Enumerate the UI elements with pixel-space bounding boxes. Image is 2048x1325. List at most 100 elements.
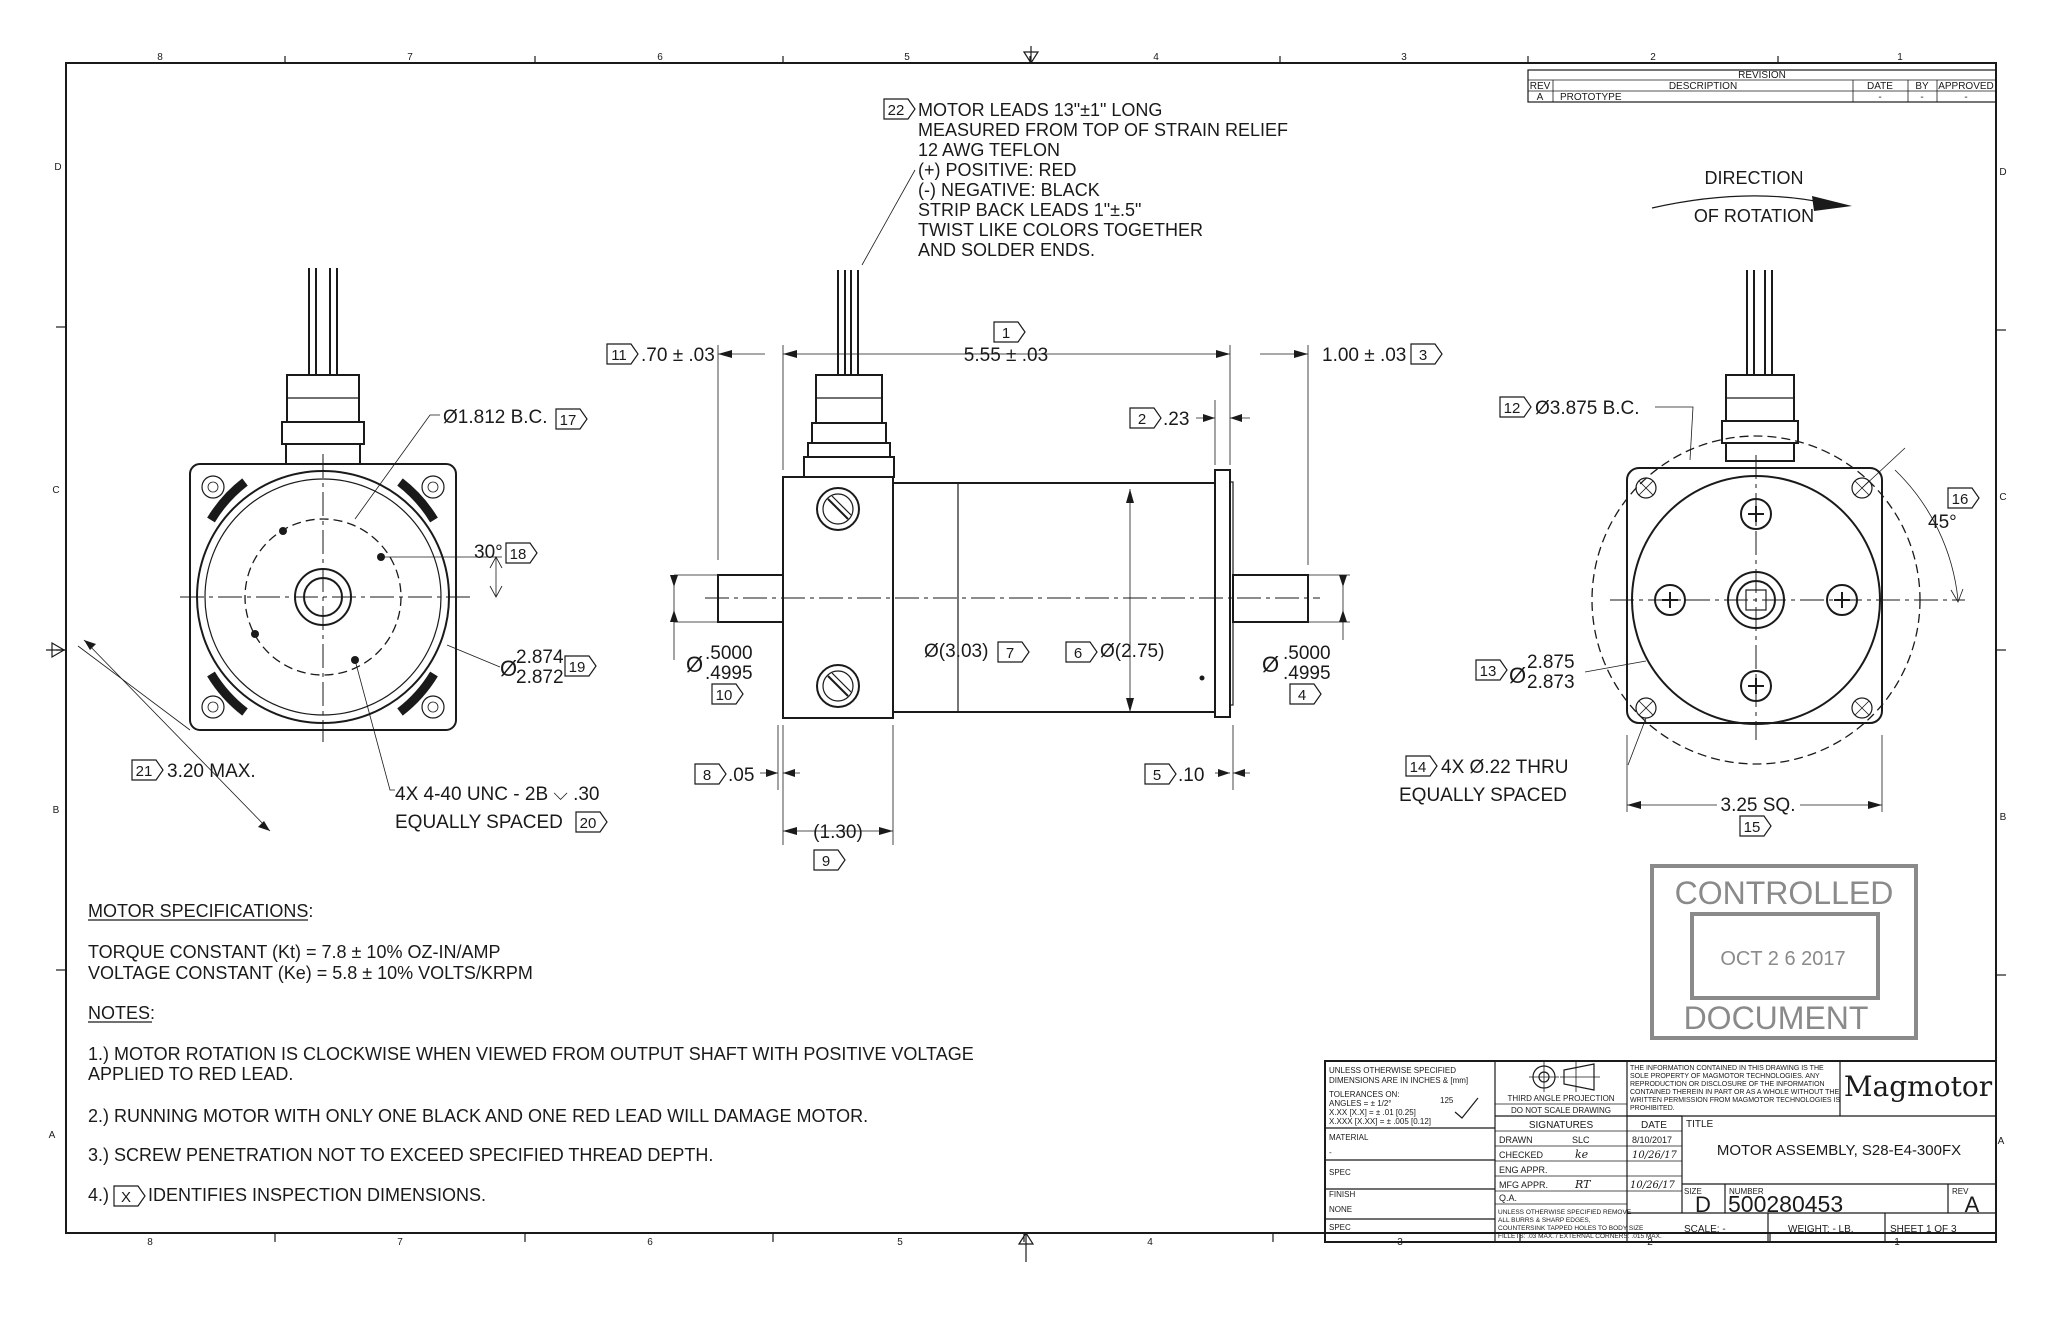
dim-4-symbol: Ø	[1262, 652, 1279, 677]
note-22-line1: MOTOR LEADS 13"±1" LONG	[918, 100, 1162, 120]
rotation-label-line1: DIRECTION	[1705, 168, 1804, 188]
dim-13-upper: 2.875	[1527, 652, 1575, 673]
dim-21-label: 3.20 MAX.	[167, 761, 256, 782]
revision-row-description: PROTOTYPE	[1560, 92, 1622, 103]
note-1-line2: APPLIED TO RED LEAD.	[88, 1064, 293, 1084]
notes-heading: NOTES:	[88, 1003, 155, 1023]
dim-15-label: 3.25 SQ.	[1721, 795, 1796, 816]
controlled-document-stamp: CONTROLLED OCT 2 6 2017 DOCUMENT	[1650, 864, 1918, 1040]
dim-4-number: 4	[1298, 687, 1306, 704]
tb-checked-by: ke	[1575, 1148, 1589, 1161]
dim-12-label: Ø3.875 B.C.	[1535, 398, 1640, 419]
zone-label-top-2: 2	[1650, 52, 1656, 63]
tb-checked-date: 10/26/17	[1632, 1150, 1678, 1161]
tb-sheet: SHEET 1 OF 3	[1890, 1224, 1957, 1235]
tb-size: D	[1695, 1192, 1711, 1217]
tb-material-value: -	[1329, 1148, 1332, 1157]
zone-label-top-7: 7	[407, 52, 413, 63]
dim-5-number: 5	[1153, 767, 1161, 784]
dim-18-label: 30°	[474, 542, 503, 563]
dim-16-number: 16	[1952, 491, 1969, 508]
right-view-callouts: 12 Ø3.875 B.C. 16 45° 13 Ø 2.875 2.873 1…	[1399, 396, 1980, 837]
zone-label-right-a: A	[1998, 1136, 2005, 1147]
dim-7-label: Ø(3.03)	[924, 641, 988, 662]
dim-10-tag	[711, 683, 744, 705]
tb-mfg-date: 10/26/17	[1630, 1180, 1676, 1191]
dim-5-label: .10	[1178, 765, 1204, 786]
note-22-line4: (+) POSITIVE: RED	[918, 160, 1077, 180]
revision-row-approved: -	[1964, 92, 1967, 103]
dim-19-lower: 2.872	[516, 667, 564, 688]
revision-row-rev: A	[1537, 92, 1544, 103]
note-22-motor-leads: 22 MOTOR LEADS 13"±1" LONG MEASURED FROM…	[861, 98, 1288, 266]
dim-19-tag	[564, 655, 597, 677]
tb-scale: SCALE: -	[1684, 1224, 1726, 1235]
tb-proprietary-5: WRITTEN PERMISSION FROM MAGMOTOR TECHNOL…	[1630, 1097, 1840, 1104]
note-22-line5: (-) NEGATIVE: BLACK	[918, 180, 1100, 200]
spec-voltage-constant: VOLTAGE CONSTANT (Ke) = 5.8 ± 10% VOLTS/…	[88, 963, 533, 983]
zone-label-left-a: A	[49, 1130, 56, 1141]
dim-19-number: 19	[569, 659, 586, 676]
specs-heading: MOTOR SPECIFICATIONS:	[88, 901, 313, 921]
note-22-line7: TWIST LIKE COLORS TOGETHER	[918, 220, 1203, 240]
dim-16-tag	[1947, 487, 1980, 509]
dim-8-label: .05	[728, 765, 754, 786]
note-2: 2.) RUNNING MOTOR WITH ONLY ONE BLACK AN…	[88, 1106, 868, 1126]
zone-label-top-4: 4	[1153, 52, 1159, 63]
dim-4-lower: .4995	[1283, 663, 1331, 684]
tb-tolerance-3: X.XX [X.X] = ± .01 [0.25]	[1329, 1108, 1416, 1117]
dim-19-upper: 2.874	[516, 647, 564, 668]
tb-rev: A	[1965, 1192, 1980, 1217]
tb-tolerance-1: TOLERANCES ON:	[1329, 1090, 1400, 1099]
note-22-number: 22	[888, 102, 905, 119]
revision-header-description: DESCRIPTION	[1669, 81, 1737, 92]
dim-5-tag	[1144, 763, 1177, 785]
zone-label-bottom-7: 7	[397, 1237, 403, 1248]
tb-title: MOTOR ASSEMBLY, S28-E4-300FX	[1717, 1142, 1961, 1159]
dim-11-label: .70 ± .03	[641, 345, 715, 366]
side-view-callouts: 1 5.55 ± .03 11 .70 ± .03 1.00 ± .03 3 2…	[606, 321, 1443, 871]
note-4-tag-letter: X	[121, 1189, 131, 1206]
dim-9-tag	[813, 849, 846, 871]
tb-signatures: SIGNATURES	[1529, 1120, 1594, 1131]
zone-label-top-5: 5	[904, 52, 910, 63]
revision-row-date: -	[1878, 92, 1881, 103]
stamp-date: OCT 2 6 2017	[1720, 948, 1845, 970]
zone-label-top-6: 6	[657, 52, 663, 63]
tb-drawing-number: 500280453	[1728, 1191, 1843, 1217]
note-1-line1: 1.) MOTOR ROTATION IS CLOCKWISE WHEN VIE…	[88, 1044, 974, 1064]
dim-17-number: 17	[560, 412, 577, 429]
tb-drawn-by: SLC	[1572, 1135, 1590, 1145]
revision-title: REVISION	[1738, 70, 1786, 81]
dim-9-number: 9	[822, 853, 830, 870]
tb-spec2-label: SPEC	[1329, 1223, 1351, 1232]
tb-material-label: MATERIAL	[1329, 1133, 1369, 1142]
title-block	[1324, 1060, 1997, 1243]
dim-16-label: 45°	[1928, 512, 1957, 533]
dim-8-number: 8	[703, 767, 711, 784]
left-end-view	[77, 268, 503, 832]
dim-19-symbol: Ø	[500, 656, 517, 681]
revision-header-rev: REV	[1530, 81, 1551, 92]
note-22-line6: STRIP BACK LEADS 1"±.5"	[918, 200, 1141, 220]
tb-date-header: DATE	[1641, 1120, 1667, 1131]
tb-do-not-scale: DO NOT SCALE DRAWING	[1511, 1106, 1611, 1115]
revision-header-date: DATE	[1867, 81, 1893, 92]
zone-label-bottom-4: 4	[1147, 1237, 1153, 1248]
dim-20-number: 20	[580, 815, 597, 832]
dim-10-symbol: Ø	[686, 652, 703, 677]
dim-13-tag	[1475, 659, 1508, 681]
dim-17-tag	[555, 408, 588, 430]
dim-15-tag	[1739, 815, 1772, 837]
tb-unless-2: DIMENSIONS ARE IN INCHES & [mm]	[1329, 1076, 1468, 1085]
dim-1-tag	[993, 321, 1026, 343]
tb-projection: THIRD ANGLE PROJECTION	[1507, 1094, 1614, 1103]
note-3: 3.) SCREW PENETRATION NOT TO EXCEED SPEC…	[88, 1145, 713, 1165]
tb-mfg-by: RT	[1574, 1178, 1592, 1191]
tb-drawn-label: DRAWN	[1499, 1135, 1533, 1145]
tb-eng-appr: ENG APPR.	[1499, 1165, 1548, 1175]
dim-2-tag	[1129, 407, 1162, 429]
dim-9-label: (1.30)	[813, 822, 863, 843]
zone-label-bottom-5: 5	[897, 1237, 903, 1248]
dim-10-upper: .5000	[705, 643, 753, 664]
